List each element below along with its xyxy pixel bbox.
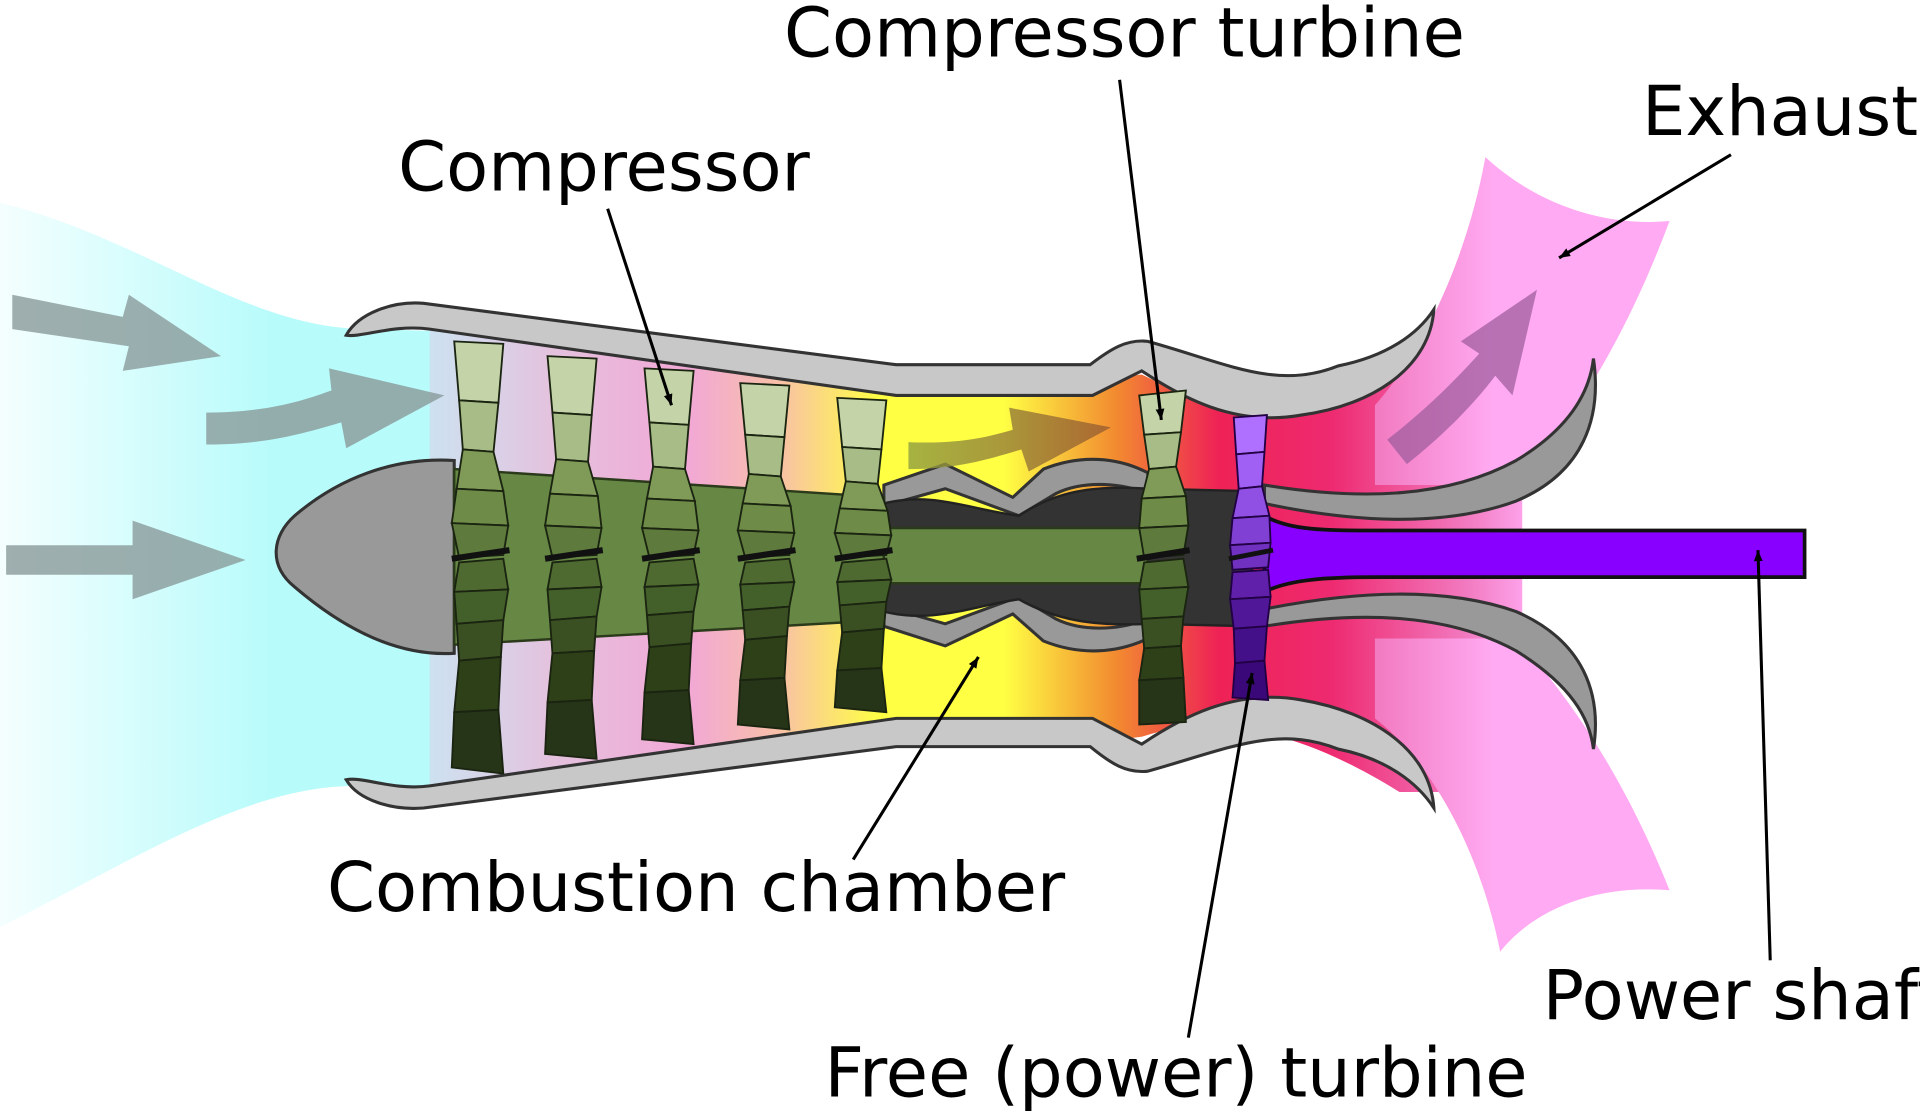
power-shaft — [1262, 512, 1807, 595]
label-power-shaft: Power shaft — [1543, 956, 1920, 1036]
leader-lines — [606, 79, 1772, 1038]
label-free-power-turbine: Free (power) turbine — [825, 1034, 1528, 1114]
flow-arrow-icon — [12, 294, 221, 371]
compressor-blades — [450, 340, 1274, 775]
compressor-stage-1 — [450, 340, 510, 775]
flow-arrow-icon — [6, 520, 246, 600]
leader-arrow-icon — [606, 208, 673, 406]
leader-arrow-icon — [851, 656, 980, 861]
label-compressor: Compressor — [398, 127, 810, 207]
flow-arrow-icon — [1387, 289, 1537, 465]
label-combustion-chamber: Combustion chamber — [327, 848, 1066, 928]
label-exhaust: Exhaust — [1642, 72, 1918, 152]
nose-cone — [274, 458, 456, 656]
free-power-turbine-blades — [1228, 414, 1274, 701]
label-compressor-turbine: Compressor turbine — [784, 0, 1465, 73]
gas-generator-shaft — [882, 526, 1150, 585]
compressor-stage-4 — [736, 382, 796, 731]
leader-arrow-icon — [1753, 550, 1772, 961]
exhaust-plume-lower — [1374, 638, 1670, 952]
outer-casing-lower — [343, 695, 1436, 814]
labels: Compressor turbine Exhaust Compressor Co… — [327, 0, 1920, 1114]
compressor-stage-5 — [833, 396, 893, 714]
flow-arrow-icon — [206, 368, 445, 449]
compressor-turbine-blades — [1136, 389, 1191, 726]
flow-arrows — [6, 289, 1537, 600]
exhaust-duct-upper — [1262, 358, 1597, 521]
flow-arrow-icon — [908, 407, 1111, 472]
leader-arrow-icon — [1186, 672, 1255, 1038]
leader-arrow-icon — [1558, 153, 1732, 260]
exhaust-duct-lower — [1262, 592, 1597, 750]
leader-arrow-icon — [1118, 79, 1165, 421]
compressor-stage-2 — [543, 355, 604, 760]
outer-casing-upper — [343, 301, 1436, 420]
